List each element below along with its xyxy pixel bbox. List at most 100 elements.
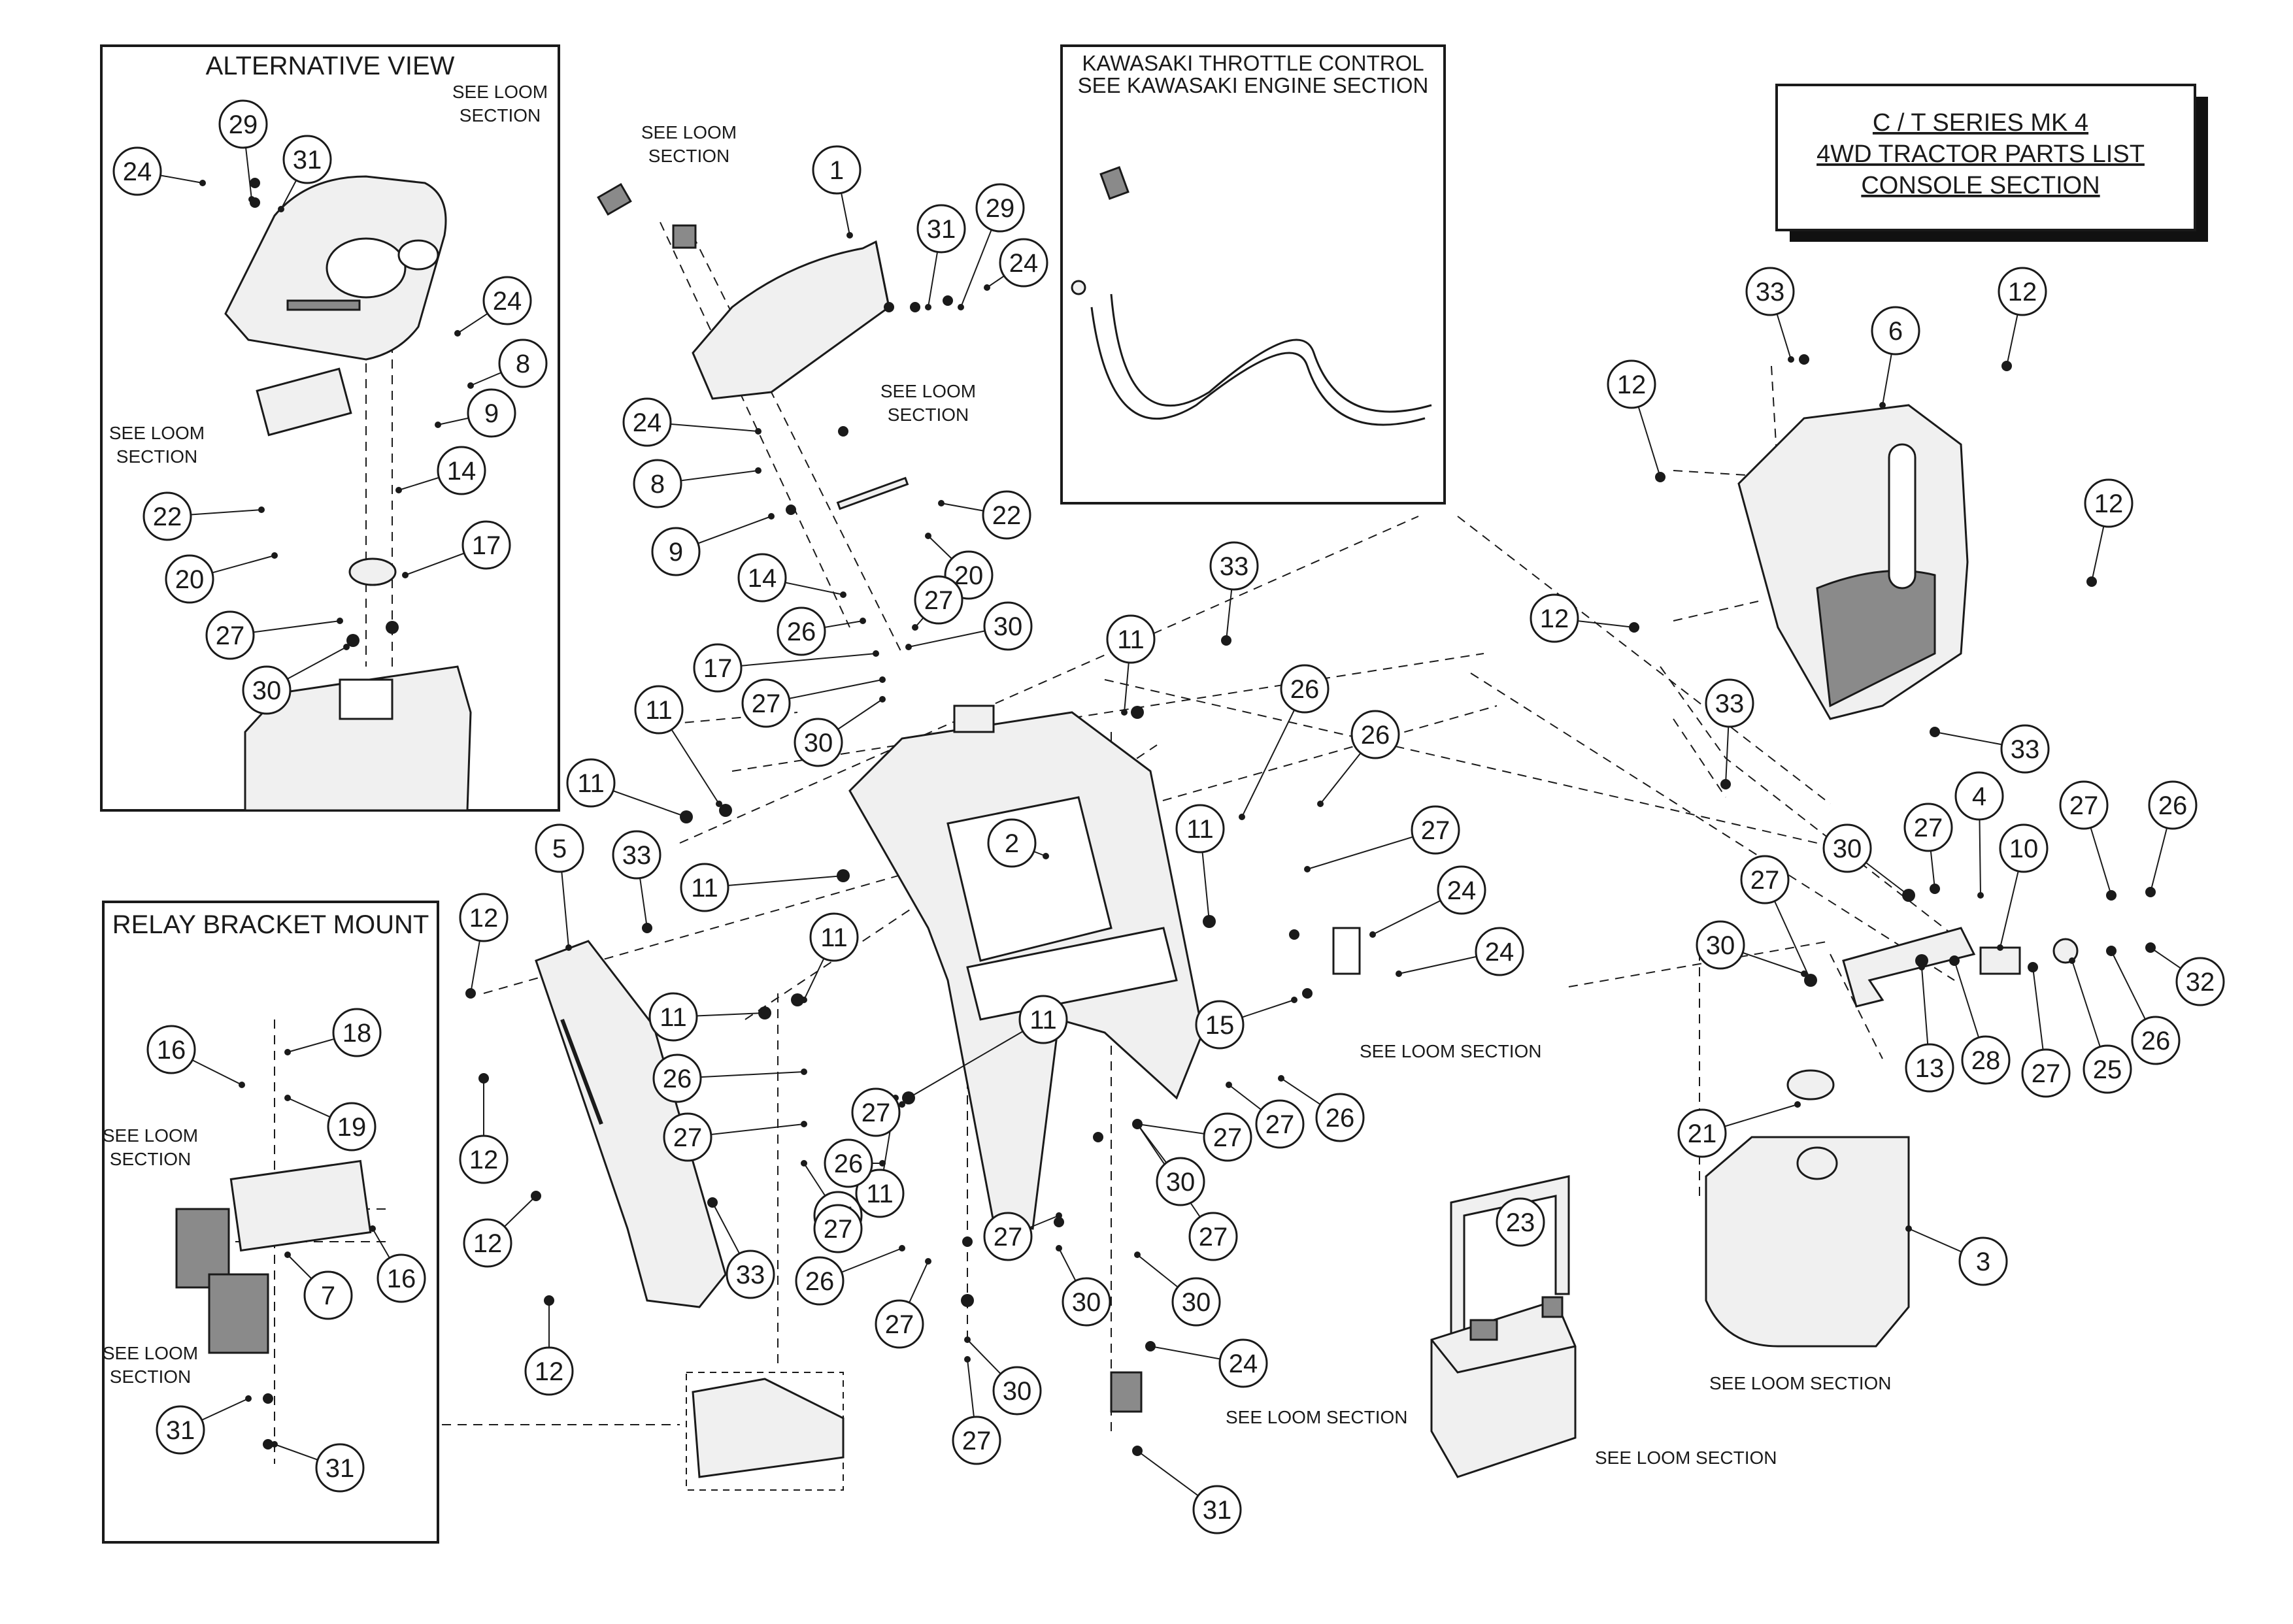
callout-leader-tip bbox=[1291, 997, 1297, 1003]
callout-number: 15 bbox=[1205, 1011, 1235, 1040]
callout-leader-tip bbox=[1134, 1251, 1141, 1258]
callout-right-13: 10 bbox=[1997, 823, 2049, 951]
callout-main-30: 27 bbox=[1304, 805, 1460, 872]
tank-cap-21 bbox=[1786, 1069, 1835, 1101]
callout-number: 27 bbox=[1750, 866, 1780, 895]
note-alt-section-left: SECTION bbox=[116, 446, 197, 467]
callout-main-6: 9 bbox=[651, 513, 775, 576]
callout-leader-tip bbox=[248, 196, 255, 203]
callout-number: 11 bbox=[660, 1003, 687, 1032]
fuse-block bbox=[208, 1273, 269, 1354]
callout-number: 31 bbox=[293, 146, 322, 174]
callout-number: 27 bbox=[2069, 791, 2099, 820]
callout-relay-0: 18 bbox=[284, 1008, 382, 1057]
callout-main-24: 11 bbox=[905, 995, 1068, 1101]
callout-circle bbox=[524, 1346, 574, 1396]
callout-leader-tip bbox=[879, 696, 886, 703]
callout-circle bbox=[651, 527, 701, 576]
callout-number: 27 bbox=[1265, 1110, 1295, 1139]
callout-circle bbox=[1677, 1108, 1727, 1158]
callout-main-32: 24 bbox=[1396, 927, 1524, 977]
callout-circle bbox=[459, 893, 509, 942]
callout-alt-6: 14 bbox=[395, 446, 486, 495]
callout-circle bbox=[875, 1299, 924, 1349]
callout-main-53: 12 bbox=[524, 1297, 574, 1396]
callout-circle bbox=[2175, 957, 2225, 1006]
callout-leader-tip bbox=[369, 1225, 376, 1232]
callout-leader-tip bbox=[1317, 801, 1324, 807]
note-relay-section-2: SECTION bbox=[110, 1367, 191, 1387]
callout-circle bbox=[633, 459, 682, 508]
callout-circle bbox=[1998, 267, 2047, 316]
loom-bracket-upper bbox=[1332, 927, 1361, 975]
callout-number: 17 bbox=[472, 531, 501, 560]
callout-number: 30 bbox=[1003, 1377, 1032, 1406]
callout-alt-4: 8 bbox=[467, 339, 548, 389]
note-strip-section: SECTION bbox=[888, 405, 969, 425]
callout-leader-tip bbox=[1801, 970, 1807, 977]
callout-main-43: 30 bbox=[1134, 1251, 1221, 1327]
callout-circle bbox=[327, 1102, 377, 1152]
callout-right-17: 28 bbox=[1951, 957, 2011, 1085]
callout-number: 11 bbox=[866, 1180, 894, 1208]
callout-number: 33 bbox=[1715, 689, 1745, 718]
callout-circle bbox=[146, 1025, 196, 1074]
callout-circle bbox=[652, 1053, 702, 1103]
callout-circle bbox=[648, 992, 698, 1042]
callout-leader-tip bbox=[755, 467, 762, 474]
callout-main-7: 22 bbox=[938, 490, 1031, 540]
callout-circle bbox=[693, 643, 743, 693]
callout-main-31: 24 bbox=[1369, 865, 1486, 938]
title-line-2: 4WD TRACTOR PARTS LIST bbox=[1816, 141, 2145, 168]
callout-leader-tip bbox=[2003, 363, 2010, 369]
callout-right-16: 13 bbox=[1905, 964, 1954, 1093]
callout-leader-tip bbox=[467, 382, 474, 389]
callout-circle bbox=[622, 397, 672, 447]
kawasaki-frame bbox=[1060, 44, 1446, 505]
callout-right-18: 27 bbox=[2021, 964, 2071, 1098]
callout-number: 27 bbox=[962, 1427, 992, 1455]
callout-leader-tip bbox=[964, 1336, 971, 1343]
callout-circle bbox=[1018, 995, 1068, 1044]
callout-circle bbox=[813, 1204, 863, 1253]
callout-circle bbox=[794, 718, 843, 767]
callout-leader-tip bbox=[2147, 944, 2154, 951]
callout-main-14: 27 bbox=[741, 676, 886, 728]
callout-number: 14 bbox=[447, 457, 477, 486]
callout-main-10: 26 bbox=[777, 606, 866, 656]
callout-circle bbox=[1280, 664, 1330, 714]
callout-circle bbox=[1705, 678, 1754, 728]
throttle-cable bbox=[1090, 307, 1426, 426]
callout-main-47: 27 bbox=[875, 1258, 931, 1349]
callout-leader-tip bbox=[1932, 729, 1938, 735]
callout-circle bbox=[795, 1256, 845, 1306]
callout-leader-tip bbox=[1905, 1225, 1912, 1232]
callout-number: 24 bbox=[1009, 249, 1039, 278]
callout-circle bbox=[467, 388, 516, 438]
callout-main-26: 33 bbox=[612, 830, 661, 931]
callout-circle bbox=[242, 665, 292, 715]
callout-number: 30 bbox=[1833, 835, 1862, 863]
callout-number: 8 bbox=[516, 350, 530, 378]
callout-leader-tip bbox=[278, 206, 284, 212]
callout-leader-tip bbox=[284, 1095, 291, 1101]
bracket-10 bbox=[1979, 946, 2021, 975]
callout-circle bbox=[916, 204, 966, 254]
note-relay-see-loom-1: SEE LOOM bbox=[103, 1125, 198, 1146]
callout-leader-tip bbox=[1396, 970, 1402, 977]
callout-circle bbox=[1106, 614, 1156, 664]
callouts: 2931242489141722202730181619716313113129… bbox=[112, 99, 2225, 1534]
callout-main-28: 26 bbox=[1239, 664, 1330, 820]
callout-number: 27 bbox=[994, 1223, 1023, 1251]
callout-circle bbox=[205, 610, 255, 660]
callout-number: 26 bbox=[1361, 721, 1390, 750]
loom-switch-top bbox=[597, 182, 632, 216]
callout-leader-tip bbox=[258, 506, 265, 513]
callout-circle bbox=[315, 1443, 365, 1493]
callout-leader-tip bbox=[546, 1297, 552, 1304]
callout-circle bbox=[1530, 593, 1579, 643]
callout-number: 12 bbox=[473, 1229, 503, 1258]
callout-circle bbox=[165, 554, 214, 604]
callout-number: 7 bbox=[321, 1282, 335, 1310]
callout-number: 9 bbox=[484, 399, 499, 428]
